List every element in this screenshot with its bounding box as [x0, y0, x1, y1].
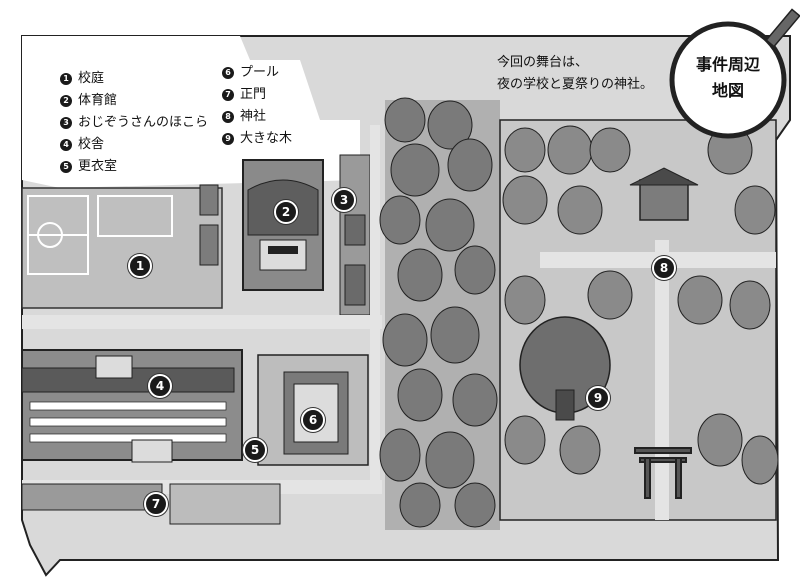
- legend-label: 正門: [240, 87, 267, 102]
- map-marker-big-tree[interactable]: 9: [586, 386, 610, 410]
- legend-item: 8 神社: [222, 110, 266, 123]
- legend-label: おじぞうさんのほこら: [78, 115, 209, 130]
- legend-label: プール: [240, 65, 280, 80]
- map-title: 事件周辺 地図: [683, 52, 773, 104]
- map-marker-hokora[interactable]: 3: [332, 188, 356, 212]
- map-marker-shrine[interactable]: 8: [652, 256, 676, 280]
- magnifier-lens: [669, 21, 787, 139]
- legend-number: 9: [222, 132, 234, 145]
- legend-number: 6: [222, 66, 234, 79]
- legend-label: 神社: [240, 109, 267, 124]
- legend-number: 3: [60, 116, 72, 129]
- map-marker-pool[interactable]: 6: [301, 408, 325, 432]
- legend-number: 8: [222, 110, 234, 123]
- schoolyard: [21, 187, 223, 309]
- legend-item: 7 正門: [222, 88, 266, 101]
- legend-label: 校舎: [78, 137, 105, 152]
- caption-line: 夜の学校と夏祭りの神社。: [497, 77, 654, 92]
- legend-panel: [22, 36, 360, 188]
- legend-item: 3 おじぞうさんのほこら: [60, 116, 208, 129]
- magnifier-handle: [765, 8, 800, 48]
- legend-number: 4: [60, 138, 72, 151]
- title-line: 地図: [711, 81, 744, 100]
- legend-item: 1 校庭: [60, 72, 104, 85]
- map-marker-schoolyard[interactable]: 1: [128, 254, 152, 278]
- title-line: 事件周辺: [695, 55, 760, 74]
- legend-item: 5 更衣室: [60, 160, 117, 173]
- map-marker-main-gate[interactable]: 7: [144, 492, 168, 516]
- legend-label: 体育館: [78, 93, 118, 108]
- legend-number: 7: [222, 88, 234, 101]
- legend-number: 1: [60, 72, 72, 85]
- legend-number: 2: [60, 94, 72, 107]
- legend-item: 2 体育館: [60, 94, 117, 107]
- map-marker-changing-room[interactable]: 5: [243, 438, 267, 462]
- legend-item: 9 大きな木: [222, 132, 292, 145]
- map-marker-gym[interactable]: 2: [274, 200, 298, 224]
- map-caption: 今回の舞台は、 夜の学校と夏祭りの神社。: [497, 52, 653, 96]
- torii-gate: [634, 447, 692, 499]
- map-marker-school-building[interactable]: 4: [148, 374, 172, 398]
- legend-number: 5: [60, 160, 72, 173]
- legend-label: 校庭: [78, 71, 105, 86]
- caption-line: 今回の舞台は、: [497, 55, 589, 70]
- shrine-building: [639, 179, 689, 221]
- legend-label: 大きな木: [240, 131, 293, 146]
- legend-label: 更衣室: [78, 159, 118, 174]
- legend-item: 6 プール: [222, 66, 279, 79]
- legend-item: 4 校舎: [60, 138, 104, 151]
